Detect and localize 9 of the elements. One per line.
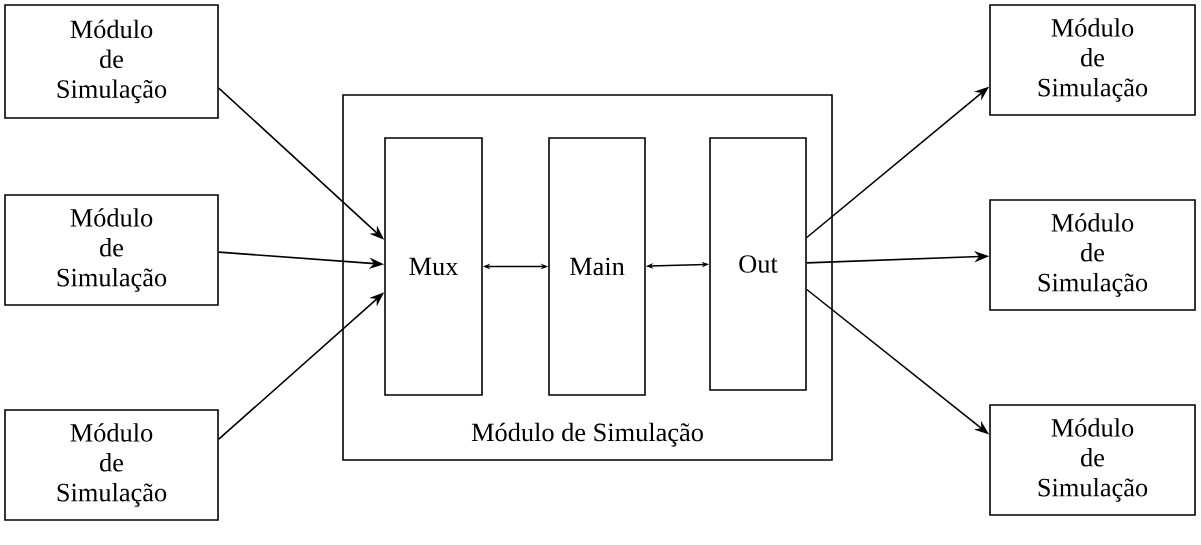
module-box: Módulo de Simulação	[989, 404, 1196, 516]
module-box: Módulo de Simulação	[989, 199, 1196, 311]
block-box: Main	[548, 137, 646, 396]
module-box: Módulo de Simulação	[989, 4, 1196, 116]
module-box: Módulo de Simulação	[4, 409, 219, 521]
module-box: Módulo de Simulação	[4, 194, 219, 306]
module-box: Módulo de Simulação	[4, 4, 219, 119]
block-box: Out	[709, 137, 807, 391]
block-box: Mux	[384, 137, 483, 396]
